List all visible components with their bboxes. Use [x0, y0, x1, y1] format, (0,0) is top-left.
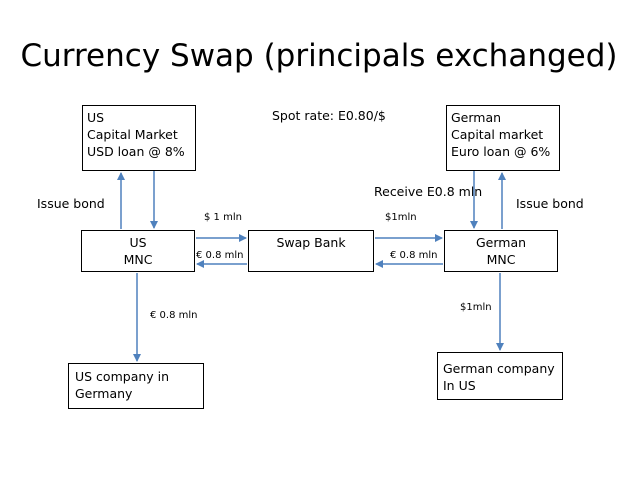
box-line: US — [129, 235, 147, 250]
usd-1mln-down-label: $1mln — [460, 302, 492, 313]
receive-label: Receive E0.8 mln — [374, 184, 483, 199]
eur-08-right-label: € 0.8 mln — [390, 250, 438, 261]
box-line: Capital market — [451, 127, 544, 142]
box-line: Euro loan @ 6% — [451, 144, 551, 159]
box-line: US company in — [75, 369, 170, 384]
usd-1mln-right-label: $1mln — [385, 212, 417, 223]
us-capital-market-box: US Capital Market USD loan @ 8% — [82, 105, 196, 171]
us-mnc-box: US MNC — [81, 230, 195, 272]
box-line: US — [87, 110, 105, 125]
box-line: German company — [443, 361, 555, 376]
german-capital-market-box: German Capital market Euro loan @ 6% — [446, 105, 560, 171]
box-line: German — [451, 110, 502, 125]
issue-bond-right-label: Issue bond — [516, 196, 584, 211]
german-company-us-box: German company In US — [437, 352, 563, 400]
usd-1mln-left-label: $ 1 mln — [204, 212, 242, 223]
box-line: Capital Market — [87, 127, 178, 142]
page-title: Currency Swap (principals exchanged) — [20, 38, 618, 74]
box-line: Swap Bank — [276, 235, 346, 250]
issue-bond-left-label: Issue bond — [37, 196, 105, 211]
german-mnc-box: German MNC — [444, 230, 558, 272]
eur-08-left-label: € 0.8 mln — [196, 250, 244, 261]
box-line: Germany — [75, 386, 133, 401]
box-line: In US — [443, 378, 476, 393]
spot-rate-label: Spot rate: E0.80/$ — [272, 108, 386, 123]
box-line: German — [475, 235, 527, 250]
box-line: MNC — [486, 252, 516, 267]
eur-08-down-label: € 0.8 mln — [150, 310, 198, 321]
box-line: MNC — [123, 252, 153, 267]
swap-bank-box: Swap Bank — [248, 230, 374, 272]
box-line: USD loan @ 8% — [87, 144, 185, 159]
us-company-germany-box: US company in Germany — [68, 363, 204, 409]
